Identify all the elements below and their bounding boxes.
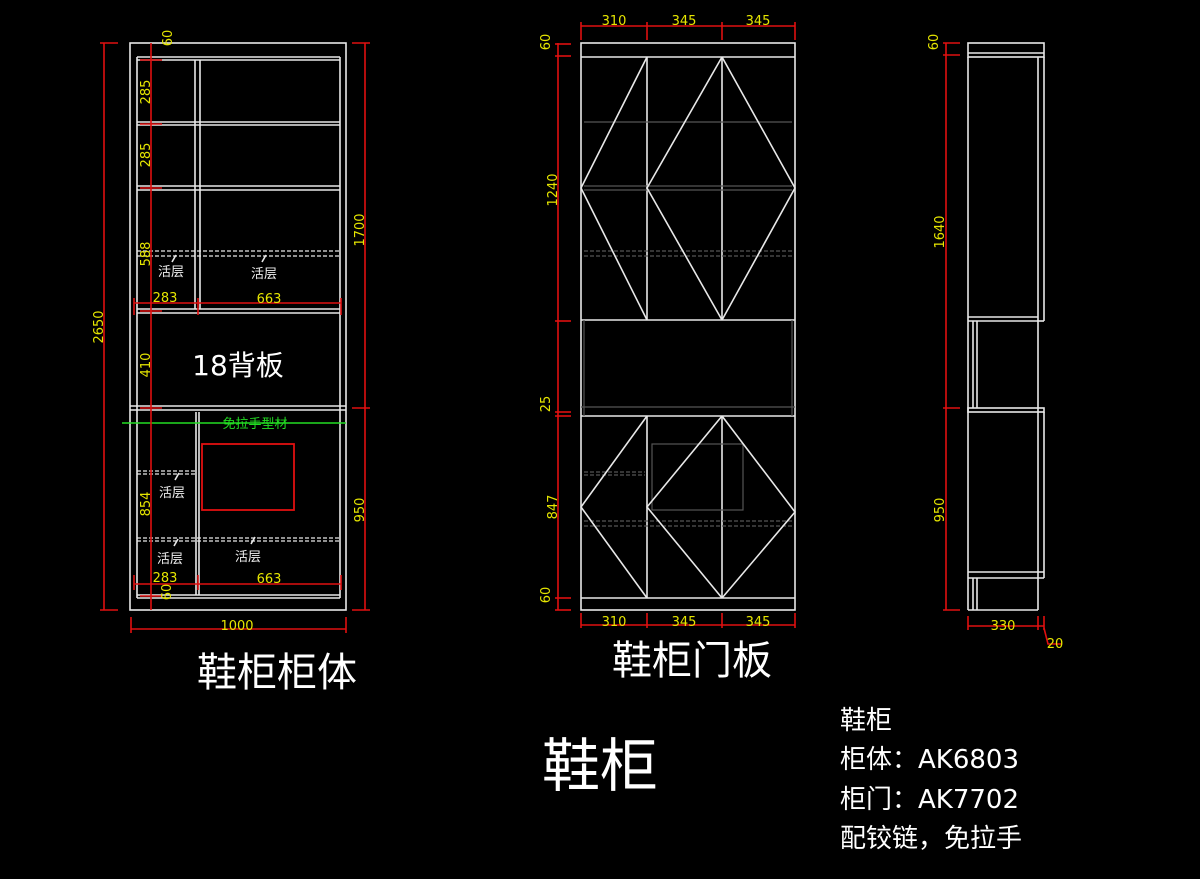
dim-total-width: 1000 [220,619,253,634]
dim-door-width-2: 345 [672,14,697,29]
dim-door-thickness: 20 [1047,637,1064,652]
dim-width-right-lower: 663 [257,572,282,587]
dim-width-left-lower: 283 [153,571,178,586]
dim-side-upper: 1640 [933,215,948,248]
door-dimensions: 310 345 345 310 345 345 60 1240 25 847 6… [539,14,796,630]
dim-shelf-5: 854 [139,492,154,517]
note-line: 鞋柜 [840,706,892,736]
body-dimensions: 2650 60 285 285 588 410 854 60 1700 950 … [92,30,370,634]
dim-bottom: 60 [160,584,175,601]
door-pattern-line [580,56,648,321]
dim-total-height: 2650 [92,310,107,343]
main-title: 鞋柜 [542,732,658,800]
dim-door-gap: 25 [539,396,554,413]
handle-profile-label: 免拉手型材 [222,417,287,432]
dim-shelf-1: 285 [139,80,154,105]
notes: 鞋柜 柜体：AK6803 柜门：AK7702 配铰链，免拉手 [840,706,1022,854]
note-line: 柜体：AK6803 [840,745,1019,775]
door-pattern-line [721,56,796,321]
dim-shelf-4: 410 [139,353,154,378]
door-pattern-line [646,56,723,321]
dim-side-depth: 330 [991,619,1016,634]
note-line: 配铰链，免拉手 [840,824,1022,854]
door-pattern-line [645,415,723,599]
side-dimensions: 60 1640 950 330 20 [927,34,1063,652]
body-view-title: 鞋柜柜体 [197,650,357,696]
dim-shelf-2: 285 [139,143,154,168]
loose-shelf-label: 活层 [251,267,277,282]
back-panel-label: 18背板 [192,349,284,382]
dim-door-width-3: 345 [746,14,771,29]
appliance-opening-outline [201,443,295,511]
door-pattern-line [580,415,648,599]
dim-width-left-upper: 283 [153,291,178,306]
loose-shelf-label: 活层 [159,486,185,501]
dim-top: 60 [161,30,176,47]
dim-width-right-upper: 663 [257,292,282,307]
loose-shelf-label: 活层 [158,265,184,280]
dim-lower-height: 950 [353,498,368,523]
dim-upper-height: 1700 [353,213,368,246]
door-view-title: 鞋柜门板 [612,638,772,684]
cabinet-body-view: 免拉手型材 18背板 活层 活层 活层 活层 活层 2650 60 285 28… [92,30,370,696]
note-line: 柜门：AK7702 [840,785,1019,815]
door-panel-view: 310 345 345 310 345 345 60 1240 25 847 6… [539,14,797,684]
dim-shelf-3: 588 [139,242,154,267]
dim-door-width-2: 345 [672,615,697,630]
loose-shelf-label: 活层 [157,552,183,567]
dim-lower-door: 847 [546,495,561,520]
loose-shelf-label: 活层 [235,550,261,565]
dim-door-bottom: 60 [539,587,554,604]
dim-door-width-1: 310 [602,615,627,630]
dim-door-width-3: 345 [746,615,771,630]
dim-upper-door: 1240 [546,173,561,206]
dim-door-width-1: 310 [602,14,627,29]
side-view: 60 1640 950 330 20 [927,34,1063,652]
dim-side-lower: 950 [933,498,948,523]
door-pattern-line [721,415,797,599]
dim-door-top: 60 [539,34,554,51]
dim-side-top: 60 [927,34,942,51]
